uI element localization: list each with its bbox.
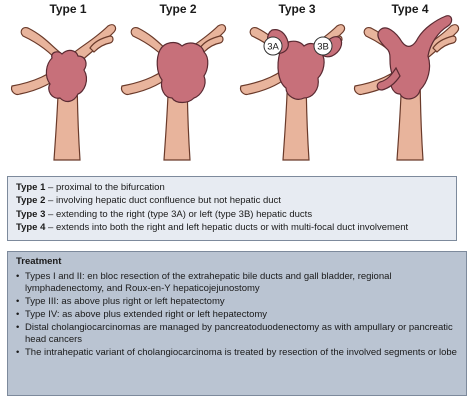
type-1-tumor: [45, 49, 88, 103]
treatment-item-text: Distal cholangiocarcinomas are managed b…: [25, 321, 453, 346]
treatment-list: • Types I and II: en bloc resection of th…: [16, 271, 461, 360]
type-4-left-extension: [376, 66, 401, 91]
bullet-icon: •: [16, 346, 20, 358]
treatment-item: • Types I and II: en bloc resection of th…: [16, 271, 461, 296]
treatment-item: • Type III: as above plus right or left h…: [16, 296, 461, 309]
type-3-tumor: [277, 40, 325, 100]
bullet-icon: •: [16, 296, 20, 308]
type-3-title: Type 3: [278, 2, 316, 16]
treatment-item-text: The intrahepatic variant of cholangiocar…: [25, 346, 457, 358]
type-3-diagram: 3A 3B: [239, 24, 346, 161]
treatment-item: • Type IV: as above plus extended right o…: [16, 309, 461, 322]
type-2-diagram: [120, 24, 227, 161]
definition-text: extends into both the right and left hep…: [55, 222, 409, 234]
treatment-box: Treatment • Types I and II: en bloc resec…: [7, 251, 467, 396]
definition-term: Type 1: [16, 182, 46, 193]
definition-text: proximal to the bifurcation: [55, 182, 165, 193]
type-2-title: Type 2: [159, 2, 197, 16]
definition-type-1: Type 1 – proximal to the bifurcation: [16, 181, 451, 194]
treatment-heading: Treatment: [16, 256, 62, 267]
definition-text: extending to the right (type 3A) or left…: [55, 208, 313, 220]
treatment-item: • The intrahepatic variant of cholangioca…: [16, 347, 461, 360]
bismuth-classification-figure: Type 1 Type 2 Type 3 Type 4: [0, 0, 474, 172]
label-3b: 3B: [317, 42, 329, 53]
definition-separator: –: [45, 222, 56, 234]
definition-type-2: Type 2 – involving hepatic duct confluen…: [16, 194, 451, 207]
type-1-diagram: [10, 24, 117, 161]
treatment-item-text: Type IV: as above plus extended right or…: [25, 308, 268, 320]
label-3a: 3A: [267, 42, 279, 53]
definition-separator: –: [45, 182, 56, 193]
definition-type-3: Type 3 – extending to the right (type 3A…: [16, 208, 451, 221]
definition-type-4: Type 4 – extends into both the right and…: [16, 221, 451, 234]
type-4-title: Type 4: [391, 2, 429, 16]
bullet-icon: •: [16, 270, 20, 282]
type-2-tumor: [156, 41, 209, 104]
treatment-item-text: Types I and II: en bloc resection of the…: [25, 270, 392, 295]
definition-term: Type 4: [16, 222, 46, 234]
definition-term: Type 2: [16, 195, 46, 207]
label-3a-circle: [263, 36, 283, 56]
definition-term: Type 3: [16, 208, 46, 220]
type-4-diagram: [353, 15, 460, 161]
definitions-box: Type 1 – proximal to the bifurcation Typ…: [7, 176, 457, 241]
duct-diagrams: 3A 3B: [10, 15, 460, 161]
definition-text: involving hepatic duct confluence but no…: [55, 195, 281, 207]
bullet-icon: •: [16, 308, 20, 320]
definition-separator: –: [45, 195, 56, 207]
definition-separator: –: [45, 208, 56, 220]
bullet-icon: •: [16, 321, 20, 333]
type-1-title: Type 1: [49, 2, 87, 16]
treatment-item-text: Type III: as above plus right or left he…: [25, 296, 225, 308]
label-3b-circle: [313, 36, 333, 56]
treatment-item: • Distal cholangiocarcinomas are managed …: [16, 322, 461, 347]
